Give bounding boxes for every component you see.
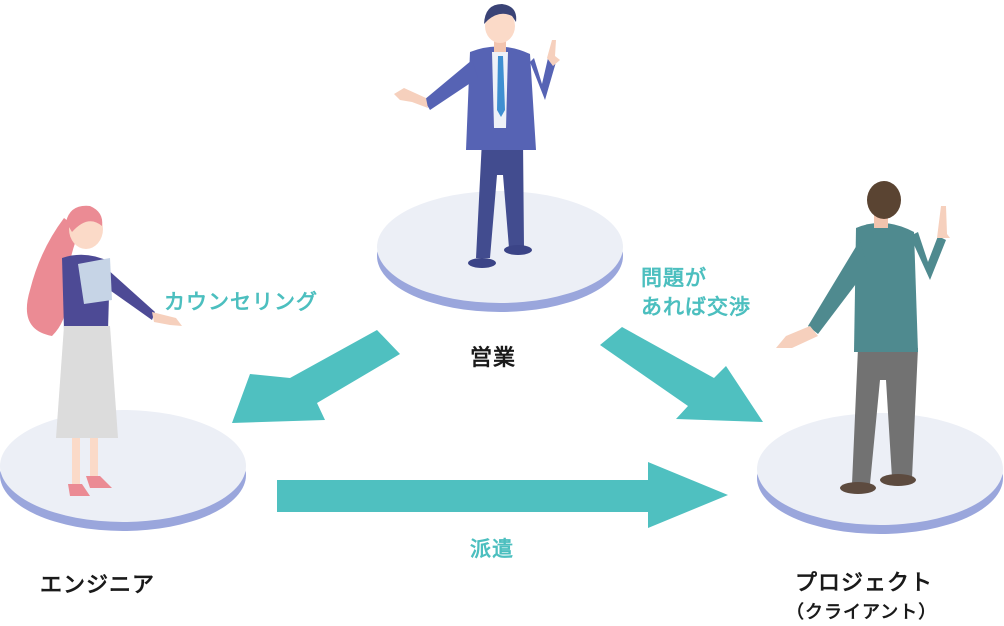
- counseling-arrow: [232, 330, 400, 423]
- engineer-label: エンジニア: [40, 573, 156, 598]
- negotiation-label-line2: あれば交渉: [641, 295, 751, 319]
- negotiation-label-line1: 問題が: [641, 266, 707, 290]
- dispatch-arrow: [277, 462, 728, 528]
- client-figure: [776, 181, 950, 494]
- project-platform: [757, 413, 1003, 534]
- project-sub-label: （クライアント）: [786, 602, 938, 623]
- engineer-platform: [0, 410, 246, 531]
- salesperson-figure: [394, 4, 560, 268]
- sales-label: 営業: [470, 346, 517, 371]
- project-label: プロジェクト: [795, 571, 934, 596]
- counseling-label: カウンセリング: [164, 290, 318, 314]
- engineer-figure: [26, 205, 182, 496]
- negotiation-arrow: [600, 327, 763, 422]
- dispatch-label: 派遣: [470, 537, 514, 561]
- sales-platform: [377, 191, 623, 312]
